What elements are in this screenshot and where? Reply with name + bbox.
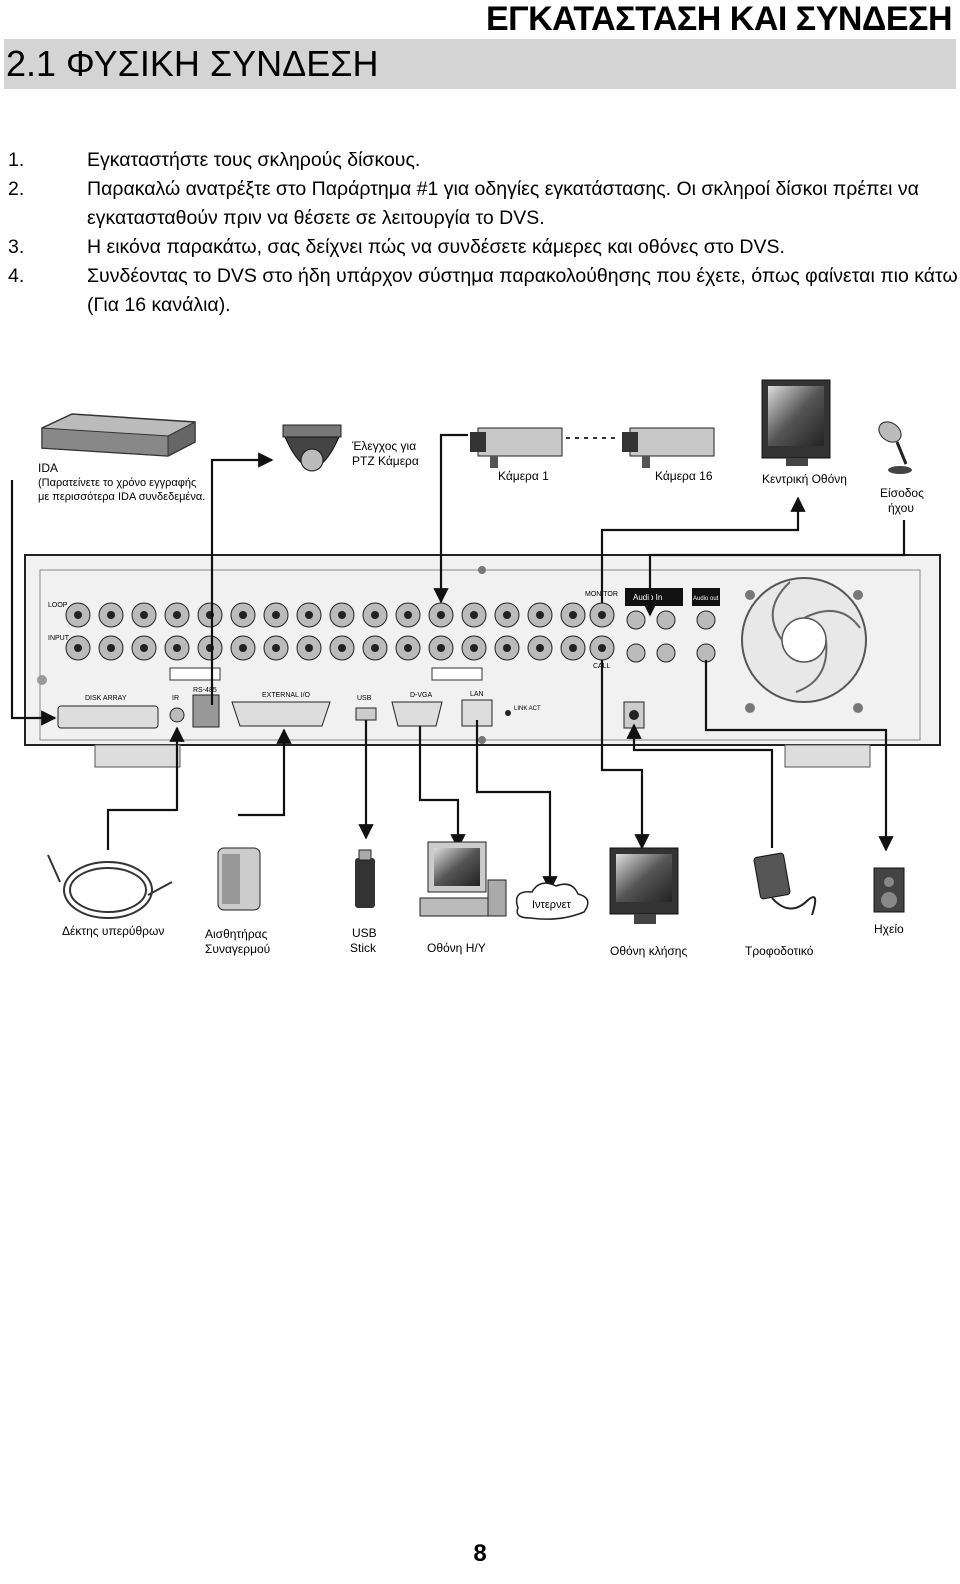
microphone-icon [878,421,912,474]
audio-in-label-line2: ήχου [888,501,914,515]
bnc-connector [329,602,355,628]
input-label: INPUT [48,635,70,642]
bnc-connector [362,602,388,628]
bnc-connector [560,602,586,628]
bnc-connector [98,602,124,628]
lan-label: LAN [470,691,484,698]
bnc-connector [197,602,223,628]
main-monitor-label: Κεντρική Οθόνη [762,472,847,486]
loop-label: LOOP [48,602,68,609]
step-item: 4. Συνδέοντας το DVS στο ήδη υπάρχον σύσ… [0,262,960,320]
step-item: 3. Η εικόνα παρακάτω, σας δείχνει πώς να… [0,233,960,262]
alarm-sensor-label-line2: Συναγερμού [205,942,270,956]
camera-16-icon [622,427,715,468]
ptz-label-line1: Έλεγχος για [351,439,416,453]
bnc-connector [461,602,487,628]
ida-device [41,413,196,457]
bnc-connector [527,602,553,628]
bnc-connector [395,602,421,628]
step-item: 2. Παρακαλώ ανατρέξτε στο Παράρτημα #1 γ… [0,175,960,233]
call-monitor-label: Οθόνη κλήσης [610,944,687,958]
disk-array-label: DISK ARRAY [85,695,127,702]
dvga-label: D-VGA [410,692,433,699]
audio-in-label-line1: Είσοδος [880,486,924,500]
step-text: Παρακαλώ ανατρέξτε στο Παράρτημα #1 για … [87,178,919,229]
bnc-connector [230,602,256,628]
section-title: 2.1 ΦΥΣΙΚΗ ΣΥΝΔΕΣΗ [6,43,379,84]
step-number: 2. [8,178,25,200]
ir-port-label: IR [172,695,179,702]
internet-cloud-icon [515,882,589,920]
camera-1-label: Κάμερα 1 [498,469,549,483]
step-text: Εγκαταστήστε τους σκληρούς δίσκους. [87,149,421,171]
alarm-sensor-label-line1: Αισθητήρας [205,927,268,941]
link-act-label: LINK ACT [514,706,541,712]
ir-receiver-label: Δέκτης υπερύθρων [62,924,164,938]
speaker-icon [873,867,905,913]
audio-in-panel-label: Audio In [633,593,662,602]
speaker-label: Ηχείο [874,922,904,936]
ida-note-line2: με περισσότερα IDA συνδεδεμένα. [38,491,205,503]
main-monitor-icon [761,379,831,466]
usb-stick-label-line2: Stick [350,941,377,955]
usb-stick-label-line1: USB [352,926,377,940]
external-io-label: EXTERNAL I/O [262,692,311,699]
pc-monitor-label: Οθόνη Η/Υ [427,941,486,955]
step-text: Η εικόνα παρακάτω, σας δείχνει πώς να συ… [87,236,785,258]
audio-out-panel-label: Audio out [693,596,719,602]
bnc-connector [494,602,520,628]
ir-receiver-icon [47,854,173,919]
step-item: 1. Εγκαταστήστε τους σκληρούς δίσκους. [0,146,960,175]
connection-diagram: IDA (Παρατείνετε το χρόνο εγγραφής με πε… [10,379,941,958]
ida-note-line1: (Παρατείνετε το χρόνο εγγραφής [38,477,196,489]
ida-label: IDA [38,461,58,475]
bnc-connector [428,602,454,628]
section-header-bar [4,39,956,89]
step-number: 4. [8,265,25,287]
call-monitor-icon [609,847,679,924]
ptz-camera-icon [282,424,342,472]
page-number: 8 [473,1540,487,1567]
chapter-title: ΕΓΚΑΤΑΣΤΑΣΗ ΚΑΙ ΣΥΝΔΕΣΗ [485,0,953,38]
internet-label: Ιντερνετ [532,899,571,911]
bnc-connector [589,602,615,628]
ptz-label-line2: PTZ Κάμερα [352,454,419,468]
bnc-connector [131,602,157,628]
usb-stick-icon [355,849,375,908]
power-supply-icon [753,852,817,916]
bnc-connector [65,602,91,628]
bnc-connector [296,602,322,628]
rs485-label: RS-485 [193,687,217,694]
step-number: 1. [8,149,25,171]
camera-1-icon [470,427,563,468]
alarm-sensor-icon [217,847,261,911]
pc-monitor-icon [419,841,507,917]
step-text: Συνδέοντας το DVS στο ήδη υπάρχον σύστημ… [87,265,958,316]
camera-16-label: Κάμερα 16 [655,469,713,483]
bnc-connector [263,602,289,628]
usb-port-label: USB [357,695,372,702]
step-number: 3. [8,236,25,258]
power-supply-label: Τροφοδοτικό [745,944,814,958]
installation-steps: 1. Εγκαταστήστε τους σκληρούς δίσκους. 2… [0,146,960,320]
bnc-connector [164,602,190,628]
dvr-rear-panel: LOOP INPUT MONITOR CALL Audio In Audio o… [24,554,941,768]
